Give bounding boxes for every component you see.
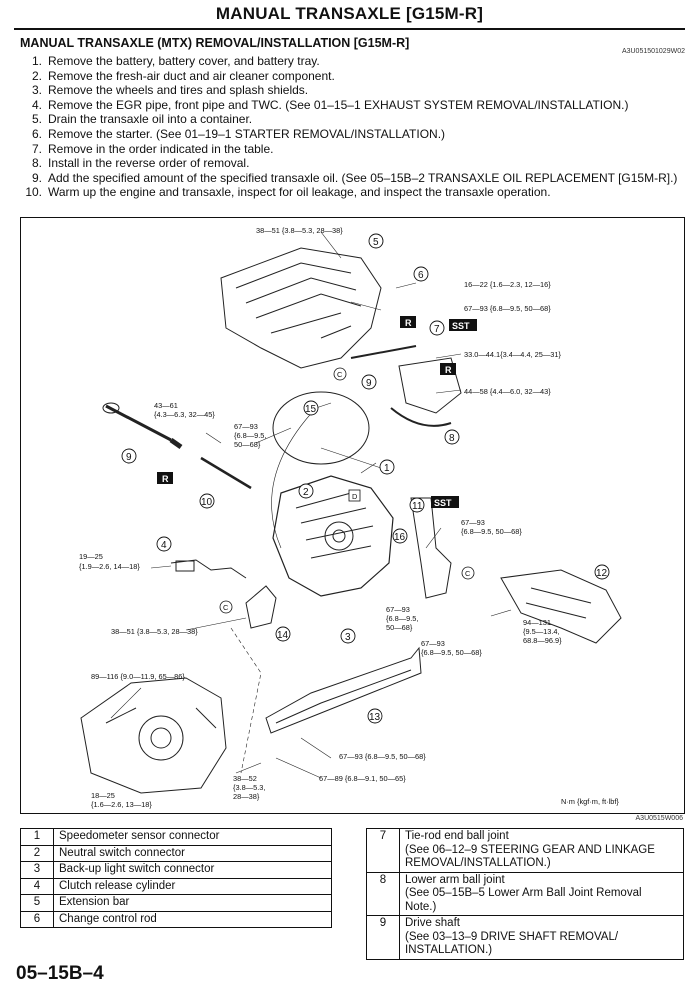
step-item: 10.Warm up the engine and transaxle, ins… [25, 185, 551, 200]
torque-label: 67—93 {6.8—9.5, 50—68} [339, 752, 426, 761]
svg-text:SST: SST [434, 498, 452, 508]
callout-10: 10 [201, 497, 213, 508]
callout-4: 4 [161, 540, 167, 551]
callout-9: 9 [366, 378, 372, 389]
torque-label: {4.3—6.3, 32—45} [154, 410, 215, 419]
marker-d: D [352, 492, 357, 501]
torque-label: 38—51 {3.8—5.3, 28—38} [256, 226, 343, 235]
torque-label: {1.6—2.6, 13—18} [91, 800, 152, 809]
callout-12: 12 [596, 568, 608, 579]
procedure-steps: 1.Remove the battery, battery cover, and… [22, 54, 682, 200]
torque-label: 38—52 [233, 774, 257, 783]
page-number: 05–15B–4 [16, 963, 104, 984]
torque-label: 33.0—44.1{3.4—4.4, 25—31} [464, 350, 562, 359]
callout-16: 16 [394, 532, 406, 543]
figure-ref-code: A3U0515W006 [635, 815, 683, 822]
step-item: 9.Add the specified amount of the specif… [31, 170, 678, 185]
callout-15: 15 [305, 404, 317, 415]
callout-9: 9 [126, 452, 132, 463]
section-title: MANUAL TRANSAXLE (MTX) REMOVAL/INSTALLAT… [20, 36, 410, 50]
marker-c: C [465, 569, 471, 578]
torque-label: 43—61 [154, 401, 178, 410]
torque-label: 38—51 {3.8—5.3, 28—38} [111, 627, 198, 636]
torque-label: {6.8—9.5, 50—68} [421, 648, 482, 657]
sst-tag: SST [449, 319, 477, 331]
step-item: 7.Remove in the order indicated in the t… [31, 141, 274, 156]
torque-units-note: N·m {kgf·m, ft·lbf} [561, 797, 619, 806]
torque-label: 67—93 {6.8—9.5, 50—68} [464, 304, 551, 313]
exploded-view-figure: 38—51 {3.8—5.3, 28—38} 16—22 {1.6—2.3, 1… [20, 217, 685, 814]
svg-text:R: R [405, 318, 412, 328]
torque-label: {9.5—13.4, [523, 627, 560, 636]
r-tag: R [400, 316, 416, 328]
callout-6: 6 [418, 270, 424, 281]
torque-label: 44—58 {4.4—6.0, 32—43} [464, 387, 551, 396]
torque-label: 67—93 [234, 422, 258, 431]
page-header-title: MANUAL TRANSAXLE [G15M-R] [215, 4, 484, 23]
step-item: 6.Remove the starter. (See 01–19–1 START… [31, 126, 446, 141]
torque-label: 50—68} [386, 623, 413, 632]
callout-11: 11 [412, 501, 423, 512]
torque-label: 16—22 {1.6—2.3, 12—16} [464, 280, 551, 289]
torque-label: {3.8—5.3, [233, 783, 265, 792]
torque-label: 89—116 {9.0—11.9, 65—86} [91, 672, 185, 681]
torque-label: {6.8—9.5, [386, 614, 418, 623]
torque-label: 50—68} [234, 440, 261, 449]
callout-13: 13 [369, 712, 381, 723]
torque-label: {6.8—9.5, [234, 431, 266, 440]
torque-label: 68.8—96.9} [523, 636, 562, 645]
torque-label: 67—89 {6.8—9.1, 50—65} [319, 774, 406, 783]
step-item: 8.Install in the reverse order of remova… [31, 156, 250, 171]
sst-tag: SST [431, 496, 459, 508]
svg-text:R: R [162, 474, 169, 484]
step-item: 3.Remove the wheels and tires and splash… [31, 83, 309, 98]
torque-label: 67—93 [386, 605, 410, 614]
torque-label: 67—93 [421, 639, 445, 648]
callout-7: 7 [434, 324, 440, 335]
callout-5: 5 [373, 237, 379, 248]
step-item: 5.Drain the transaxle oil into a contain… [31, 112, 253, 127]
callout-3: 3 [345, 632, 351, 643]
exploded-view-drawing: 38—51 {3.8—5.3, 28—38} 16—22 {1.6—2.3, 1… [79, 226, 622, 809]
step-item: 1.Remove the battery, battery cover, and… [31, 54, 320, 68]
svg-text:SST: SST [452, 321, 470, 331]
torque-label: 94—131 [523, 618, 551, 627]
torque-label: 19—25 [79, 552, 103, 561]
callout-14: 14 [277, 630, 289, 641]
svg-text:R: R [445, 365, 452, 375]
marker-c: C [337, 370, 343, 379]
r-tag: R [157, 472, 173, 484]
step-item: 4.Remove the EGR pipe, front pipe and TW… [31, 97, 629, 112]
callout-8: 8 [449, 433, 455, 444]
r-tag: R [440, 363, 456, 375]
callout-2: 2 [303, 487, 309, 498]
step-item: 2.Remove the fresh-air duct and air clea… [31, 68, 335, 83]
torque-label: {6.8—9.5, 50—68} [461, 527, 522, 536]
torque-label: {1.9—2.6, 14—18} [79, 562, 140, 571]
marker-c: C [223, 603, 229, 612]
torque-label: 18—25 [91, 791, 115, 800]
torque-label: 67—93 [461, 518, 485, 527]
torque-label: 28—38} [233, 792, 260, 801]
callout-1: 1 [384, 463, 390, 474]
header-rule [14, 28, 685, 30]
section-ref-code: A3U051501029W02 [621, 48, 685, 55]
